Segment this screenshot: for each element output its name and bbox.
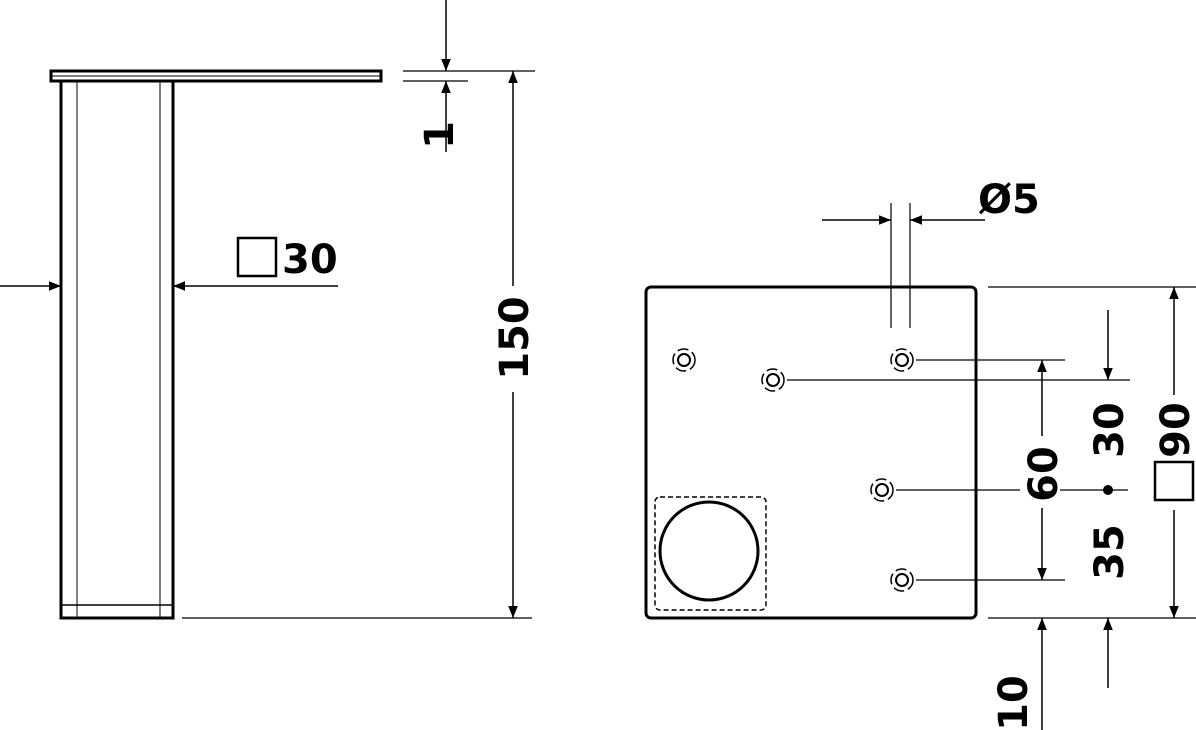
side-view: 1 150 30: [0, 0, 538, 620]
top-view: Ø5 60 30 35 90 10: [644, 177, 1196, 730]
square-symbol-icon: [1153, 460, 1195, 502]
screw-hole-icon: [890, 568, 914, 592]
dim-hole-spacing-30: 30: [1087, 310, 1133, 495]
dim-hole-diameter: Ø5: [822, 177, 1040, 328]
dim-tube-square-label: 30: [282, 237, 338, 283]
dim-hole-spacing-30-label: 30: [1087, 402, 1133, 458]
dim-tube-height: 150: [182, 71, 538, 619]
dim-edge-offset-label: 10: [991, 675, 1037, 730]
dim-edge-offset: 10: [991, 618, 1113, 730]
foot-circle: [658, 500, 760, 602]
screw-hole-icon: [870, 478, 894, 502]
dim-plate-thickness-label: 1: [417, 121, 463, 149]
dim-plate-square-label: 90: [1153, 402, 1196, 458]
square-symbol-icon: [236, 236, 278, 278]
screw-hole-icon: [672, 348, 696, 372]
leg-tube: [59, 79, 175, 620]
center-point-icon: [1103, 485, 1113, 495]
dim-tube-height-label: 150: [492, 296, 538, 380]
dim-hole-spacing-60: 60: [1021, 360, 1067, 580]
dim-hole-spacing-60-label: 60: [1021, 446, 1067, 502]
dim-plate-thickness: 1: [403, 0, 535, 152]
screw-hole-icon: [761, 368, 785, 392]
foot-outline-dashed: [654, 496, 767, 611]
screw-hole-icon: [890, 348, 914, 372]
dim-plate-square: 90: [988, 286, 1196, 619]
mounting-plate-top: [644, 285, 978, 620]
dim-hole-spacing-35-label: 35: [1087, 524, 1133, 580]
dim-tube-square: 30: [0, 236, 338, 291]
dim-hole-diameter-label: Ø5: [978, 177, 1040, 223]
